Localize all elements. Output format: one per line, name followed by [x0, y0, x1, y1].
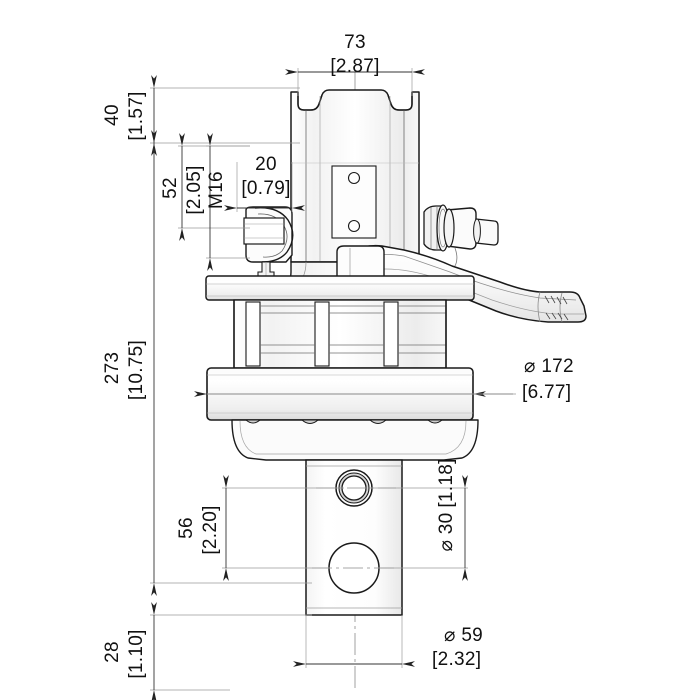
dim-d172-mm: ⌀ 172 — [524, 356, 574, 377]
dim-52-inch: [2.05] — [184, 165, 205, 214]
bottom-shaft — [305, 459, 403, 616]
dim-56-inch: [2.20] — [200, 505, 221, 554]
flange-bolt-dimples — [244, 419, 444, 424]
upper-yoke-bracket — [290, 89, 420, 263]
dim-m16-label: M16 — [206, 171, 227, 209]
dim-40-inch: [1.57] — [126, 91, 147, 140]
dim-28-mm: 28 — [102, 641, 123, 663]
dim-d59-inch: [2.32] — [432, 649, 481, 670]
hydraulic-fitting — [423, 204, 499, 271]
dim-d30-mm: ⌀ 30 — [436, 512, 457, 551]
body-ribs — [245, 301, 399, 367]
dimension-lines — [151, 69, 513, 700]
left-link-hook — [243, 206, 294, 277]
cylindrical-body — [233, 299, 447, 369]
dim-273-mm: 273 — [102, 352, 123, 385]
dim-52-mm: 52 — [160, 177, 181, 199]
dim-28-inch: [1.10] — [126, 629, 147, 678]
dim-d59-mm: ⌀ 59 — [444, 625, 483, 646]
body-bands — [260, 305, 446, 354]
dim-20-inch: [0.79] — [241, 178, 290, 199]
bolt-hole-lower — [347, 219, 361, 233]
dim-20-mm: 20 — [255, 154, 277, 175]
dim-73-mm: 73 — [344, 32, 366, 53]
dim-d172-inch: [6.77] — [522, 382, 571, 403]
lower-housing — [231, 419, 479, 461]
arm-grip-hatching — [544, 295, 569, 321]
dim-56-mm: 56 — [176, 517, 197, 539]
dim-40-mm: 40 — [102, 104, 123, 126]
dim-d30-inch: [1.18] — [436, 458, 457, 507]
bolt-hole-upper — [347, 171, 361, 185]
dim-273-inch: [10.75] — [126, 340, 147, 400]
upper-plate — [205, 275, 475, 301]
dim-73-inch: [2.87] — [330, 56, 379, 77]
